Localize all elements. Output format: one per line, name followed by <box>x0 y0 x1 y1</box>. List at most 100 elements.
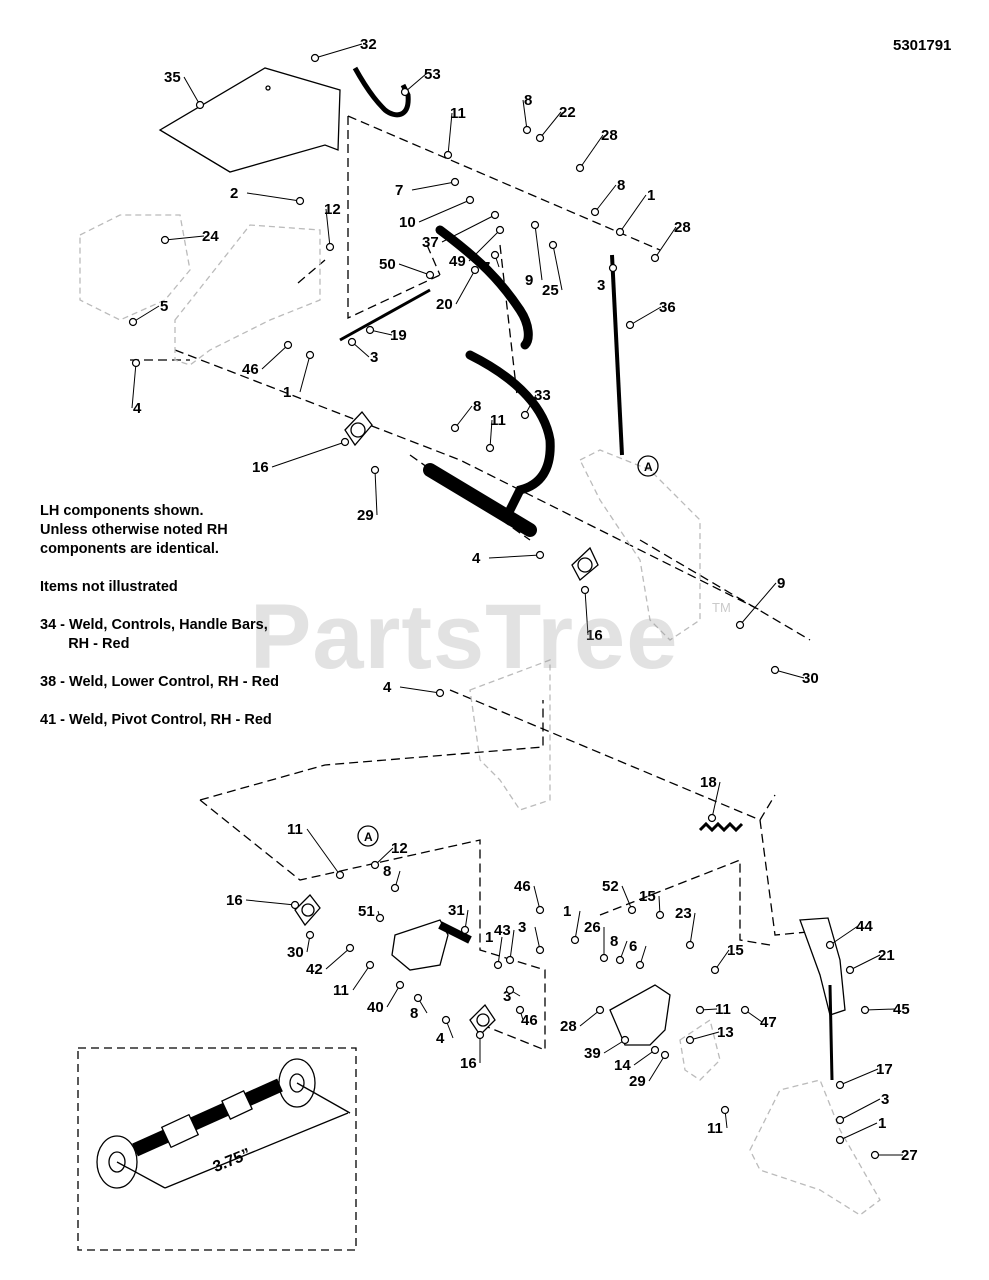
fastener-marker <box>460 925 470 935</box>
leader-line <box>849 954 881 971</box>
leader-line <box>183 76 201 106</box>
callout-label: 1 <box>563 903 571 920</box>
callout-label: 1 <box>485 929 493 946</box>
leader-line <box>839 1068 879 1086</box>
fastener-marker <box>365 960 375 970</box>
callout-label: 8 <box>524 92 532 109</box>
leader-line <box>629 306 662 326</box>
reference-circle-upper <box>637 455 659 477</box>
callout-label: 24 <box>202 228 219 245</box>
leader-line <box>447 112 453 156</box>
leader-line <box>468 229 501 262</box>
fastener-marker <box>340 437 350 447</box>
leader-line <box>534 224 543 281</box>
callout-label: 18 <box>700 774 717 791</box>
callout-label: 12 <box>324 201 341 218</box>
inset-rod-end <box>96 1058 316 1189</box>
not-illustrated-item: RH - Red <box>40 636 130 652</box>
part-40-weld <box>391 919 449 971</box>
callout-label: 46 <box>514 878 531 895</box>
fastener-marker <box>425 270 435 280</box>
callout-label: 28 <box>601 127 618 144</box>
leader-line <box>579 1009 601 1027</box>
part-33-shaft <box>423 463 537 537</box>
callout-label: 51 <box>358 903 375 920</box>
leader-line <box>603 1039 626 1054</box>
callout-label: 29 <box>629 1073 646 1090</box>
callout-label: 4 <box>472 550 481 567</box>
part-16-bearing-lower-right <box>469 1003 496 1037</box>
callout-label: 8 <box>410 1005 418 1022</box>
leader-line <box>522 99 528 131</box>
callout-label: 22 <box>559 104 576 121</box>
fastener-marker <box>695 1005 705 1015</box>
note-line: components are identical. <box>40 541 219 557</box>
fastener-marker <box>131 358 141 368</box>
leader-line <box>621 885 633 911</box>
leader-line <box>689 1031 720 1041</box>
leader-line <box>552 244 563 291</box>
callout-label: 11 <box>707 1120 723 1137</box>
leader-line <box>441 214 496 243</box>
fastener-marker <box>520 410 530 420</box>
fastener-marker <box>535 133 545 143</box>
callout-label: 49 <box>449 253 466 270</box>
fastener-marker <box>685 1035 695 1045</box>
callout-label: 16 <box>252 459 269 476</box>
callout-label: 50 <box>379 256 396 273</box>
callout-label: 23 <box>675 905 692 922</box>
fastener-marker <box>740 1005 750 1015</box>
fastener-marker <box>375 913 385 923</box>
callout-label: 6 <box>629 938 637 955</box>
leader-line <box>689 912 696 946</box>
fastener-marker <box>441 1015 451 1025</box>
fastener-marker <box>450 423 460 433</box>
callout-label: 27 <box>901 1147 918 1164</box>
part-31-pin <box>438 921 472 944</box>
callout-label: 7 <box>482 259 490 276</box>
leader-line <box>509 929 515 961</box>
fastener-marker <box>490 210 500 220</box>
callout-label: 9 <box>777 575 785 592</box>
callout-label: 2 <box>230 185 238 202</box>
fastener-marker <box>720 1105 730 1115</box>
leader-line <box>594 184 617 213</box>
fastener-marker <box>495 225 505 235</box>
callout-label: 17 <box>876 1061 893 1078</box>
note-line: Unless otherwise noted RH <box>40 522 228 538</box>
callout-label: 3 <box>518 919 526 936</box>
fastener-marker <box>325 242 335 252</box>
fastener-marker <box>390 883 400 893</box>
fastener-marker <box>413 993 423 1003</box>
leader-line <box>829 925 859 946</box>
callout-label: 5 <box>160 298 168 315</box>
callout-label: 10 <box>399 214 416 231</box>
part-33-handle <box>465 350 555 515</box>
leader-line <box>489 419 493 449</box>
callout-label: 4 <box>383 679 392 696</box>
callout-label: 46 <box>242 361 259 378</box>
callout-label: 30 <box>802 670 819 687</box>
fastener-marker <box>650 253 660 263</box>
callout-label: 7 <box>395 182 403 199</box>
leader-line <box>584 589 589 636</box>
fastener-marker <box>535 550 545 560</box>
callout-label: 3 <box>503 988 511 1005</box>
callout-label: 37 <box>422 234 439 251</box>
leader-line <box>398 263 431 276</box>
leader-line <box>774 669 805 679</box>
leader-line <box>261 344 289 370</box>
fastener-marker <box>535 905 545 915</box>
leader-line <box>411 181 456 191</box>
fastener-marker <box>710 965 720 975</box>
leader-line <box>246 192 301 202</box>
fastener-marker <box>310 53 320 63</box>
leader-line <box>131 362 137 409</box>
fastener-marker <box>290 900 300 910</box>
fastener-marker <box>370 465 380 475</box>
fastener-marker <box>160 235 170 245</box>
part-16-bearing-upper <box>344 410 373 447</box>
callout-label: 8 <box>473 398 481 415</box>
callout-label: 16 <box>226 892 243 909</box>
callout-label: 43 <box>494 922 511 939</box>
